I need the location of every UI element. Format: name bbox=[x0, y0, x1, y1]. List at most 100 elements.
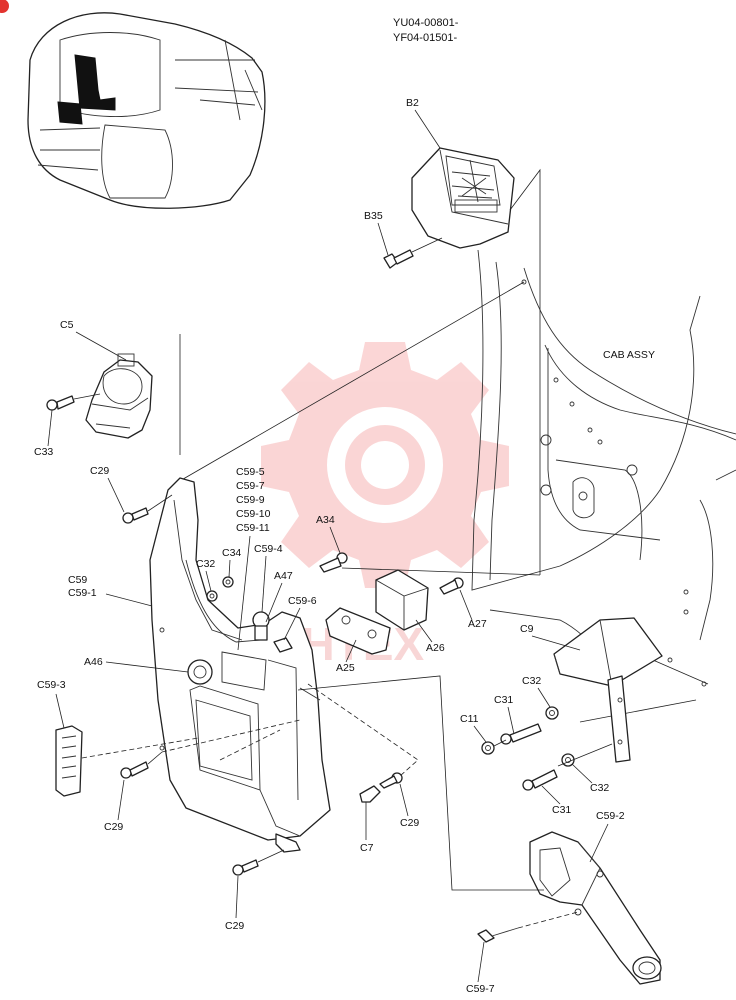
label-c32-a: C32 bbox=[196, 558, 215, 570]
part-c7-clip bbox=[359, 785, 381, 803]
part-b2-monitor bbox=[411, 147, 515, 249]
label-c59-1: C59-1 bbox=[68, 587, 97, 599]
leader-c29-a bbox=[107, 477, 125, 513]
part-c29-bolt-c bbox=[379, 772, 403, 789]
leader-a25 bbox=[345, 639, 357, 663]
label-a27: A27 bbox=[468, 618, 487, 630]
label-c29-c: C29 bbox=[400, 817, 419, 829]
leader-b2 bbox=[414, 109, 441, 149]
leader-c11 bbox=[473, 725, 487, 743]
label-b35: B35 bbox=[364, 210, 383, 222]
leader-a34 bbox=[329, 526, 341, 554]
part-c11-nut bbox=[481, 741, 495, 755]
label-c9: C9 bbox=[520, 623, 534, 635]
part-c32-washer-b bbox=[545, 706, 559, 720]
part-c31-bolt-a bbox=[500, 723, 542, 745]
dash-c59-7 bbox=[517, 911, 579, 929]
part-c29-bolt-b bbox=[120, 761, 149, 779]
label-b2: B2 bbox=[406, 97, 419, 109]
leader-a46 bbox=[105, 661, 189, 673]
label-c34: C34 bbox=[222, 547, 241, 559]
leader-c32-c bbox=[571, 763, 593, 784]
watermark: VIHTEX bbox=[258, 342, 509, 670]
leader-b35-to-b2 bbox=[411, 237, 443, 253]
connect-line-a34 bbox=[341, 567, 541, 576]
part-a27-bolt bbox=[439, 577, 464, 595]
label-c11: C11 bbox=[460, 713, 479, 725]
connect-line-b2 bbox=[509, 168, 541, 575]
label-c31-a: C31 bbox=[494, 694, 513, 706]
part-c59-side-panel bbox=[149, 477, 331, 853]
dash-c59-3 bbox=[81, 737, 199, 759]
label-c5: C5 bbox=[60, 319, 74, 331]
label-c29-b: C29 bbox=[104, 821, 123, 833]
leader-c29-b-line bbox=[147, 751, 163, 765]
part-c33-screw bbox=[46, 395, 75, 411]
part-c9-bracket bbox=[553, 617, 663, 763]
part-c59-7-screw bbox=[477, 927, 519, 943]
leader-c59-2 bbox=[589, 823, 609, 863]
label-c59-2: C59-2 bbox=[596, 810, 625, 822]
leader-c59-6 bbox=[283, 607, 301, 641]
part-c5-cup-holder bbox=[85, 353, 153, 439]
part-c34-nut bbox=[222, 576, 234, 588]
label-c59: C59 bbox=[68, 574, 87, 586]
part-a25-bracket bbox=[325, 607, 391, 655]
leader-c32-a bbox=[205, 570, 212, 592]
leader-c33 bbox=[47, 409, 53, 447]
part-c59-3-vent bbox=[55, 725, 83, 797]
leader-c31-a bbox=[507, 706, 515, 735]
label-c32-b: C32 bbox=[522, 675, 541, 687]
leader-c31-b bbox=[541, 785, 561, 805]
leader-b35 bbox=[377, 222, 389, 256]
label-c59-9: C59-9 bbox=[236, 494, 265, 506]
label-c59-11: C59-11 bbox=[236, 522, 270, 534]
leader-c59-7b bbox=[477, 941, 485, 983]
leader-c29-d bbox=[235, 875, 239, 919]
leader-c29-c bbox=[399, 783, 409, 817]
model-code-line2: YF04-01501- bbox=[393, 32, 458, 44]
leader-c59 bbox=[105, 593, 153, 607]
leader-c29-d-line bbox=[257, 849, 285, 863]
label-c59-4: C59-4 bbox=[254, 543, 283, 555]
label-c59-7a: C59-7 bbox=[236, 480, 265, 492]
label-c7: C7 bbox=[360, 842, 374, 854]
part-c32-washer-a bbox=[206, 590, 218, 602]
part-a34-bolt bbox=[319, 552, 348, 573]
part-a26-cover bbox=[375, 569, 429, 631]
leader-c59-3 bbox=[55, 693, 65, 729]
leader-c29-a-line bbox=[147, 494, 173, 512]
leader-c33-holder bbox=[73, 393, 101, 400]
connect-line-c9b bbox=[579, 699, 697, 723]
part-c29-bolt-d bbox=[232, 859, 259, 876]
leader-hardware-line bbox=[493, 739, 613, 767]
connect-line-c29-cab bbox=[177, 281, 525, 483]
dash-panel-inner bbox=[219, 729, 281, 761]
label-c59-6: C59-6 bbox=[288, 595, 317, 607]
part-c59-2-duct bbox=[529, 831, 662, 985]
leader-c32-b bbox=[537, 687, 551, 708]
part-c29-bolt-a bbox=[122, 507, 149, 524]
leader-a47 bbox=[265, 582, 283, 623]
leader-a27 bbox=[459, 589, 473, 621]
label-c32-c: C32 bbox=[590, 782, 609, 794]
part-a47-knob bbox=[252, 611, 270, 641]
label-c29-a: C29 bbox=[90, 465, 109, 477]
label-a34: A34 bbox=[316, 514, 335, 526]
part-c31-bolt-b bbox=[522, 769, 558, 791]
label-a46: A46 bbox=[84, 656, 103, 668]
label-a26: A26 bbox=[426, 642, 445, 654]
label-c59-3: C59-3 bbox=[37, 679, 66, 691]
label-a25: A25 bbox=[336, 662, 355, 674]
leader-c59-4 bbox=[261, 555, 267, 613]
leader-c9 bbox=[531, 635, 581, 651]
label-c59-7b: C59-7 bbox=[466, 983, 495, 995]
label-cab-assy: CAB ASSY bbox=[603, 349, 655, 361]
leader-c5 bbox=[75, 331, 127, 361]
leader-a26 bbox=[415, 619, 433, 643]
dash-c29-c bbox=[307, 683, 419, 777]
part-b35-bolt bbox=[383, 249, 414, 269]
part-c59-6-clip bbox=[273, 637, 293, 653]
